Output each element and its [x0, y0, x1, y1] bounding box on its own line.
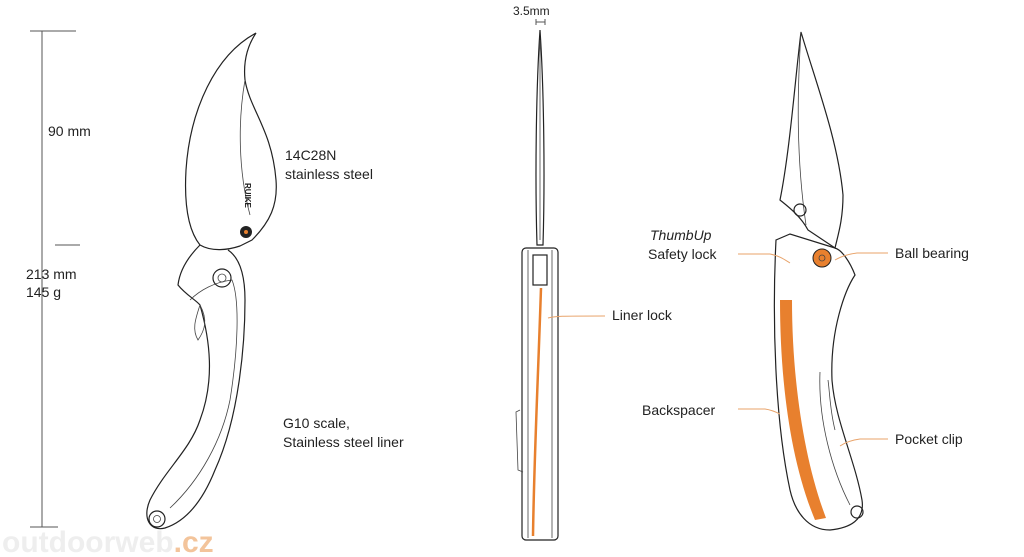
liner-lock-label: Liner lock — [612, 307, 673, 323]
liner-lock-leader — [547, 315, 606, 319]
blade-steel-label-2: stainless steel — [285, 166, 373, 182]
watermark: outdoorweb.cz — [2, 526, 214, 557]
ruike-logo: RUIKE — [243, 183, 252, 209]
safety-lock-leader — [738, 253, 791, 264]
thickness-label: 3.5mm — [513, 4, 550, 18]
weight-label: 145 g — [26, 284, 61, 300]
safety-lock-label: Safety lock — [648, 246, 717, 262]
knife-spine-view — [515, 19, 559, 541]
ball-bearing-leader — [834, 252, 888, 261]
length-dimension-scale — [30, 30, 80, 528]
blade-steel-label-1: 14C28N — [285, 147, 336, 163]
thumbup-label: ThumbUp — [650, 227, 712, 243]
watermark-suffix: .cz — [174, 526, 214, 557]
knife-angled-view — [773, 31, 864, 531]
pocket-clip-leader — [839, 438, 888, 447]
blade-length-label: 90 mm — [48, 123, 91, 139]
knife-side-view: RUIKE — [146, 32, 277, 530]
pocket-clip-label: Pocket clip — [895, 431, 963, 447]
total-length-label: 213 mm — [26, 266, 77, 282]
handle-material-label-1: G10 scale, — [283, 415, 350, 431]
ball-bearing-label: Ball bearing — [895, 245, 969, 261]
backspacer-leader — [738, 408, 781, 415]
watermark-text: outdoorweb.cz — [2, 526, 214, 557]
watermark-main: outdoorweb — [2, 526, 174, 557]
backspacer-label: Backspacer — [642, 402, 715, 418]
handle-material-label-2: Stainless steel liner — [283, 434, 404, 450]
